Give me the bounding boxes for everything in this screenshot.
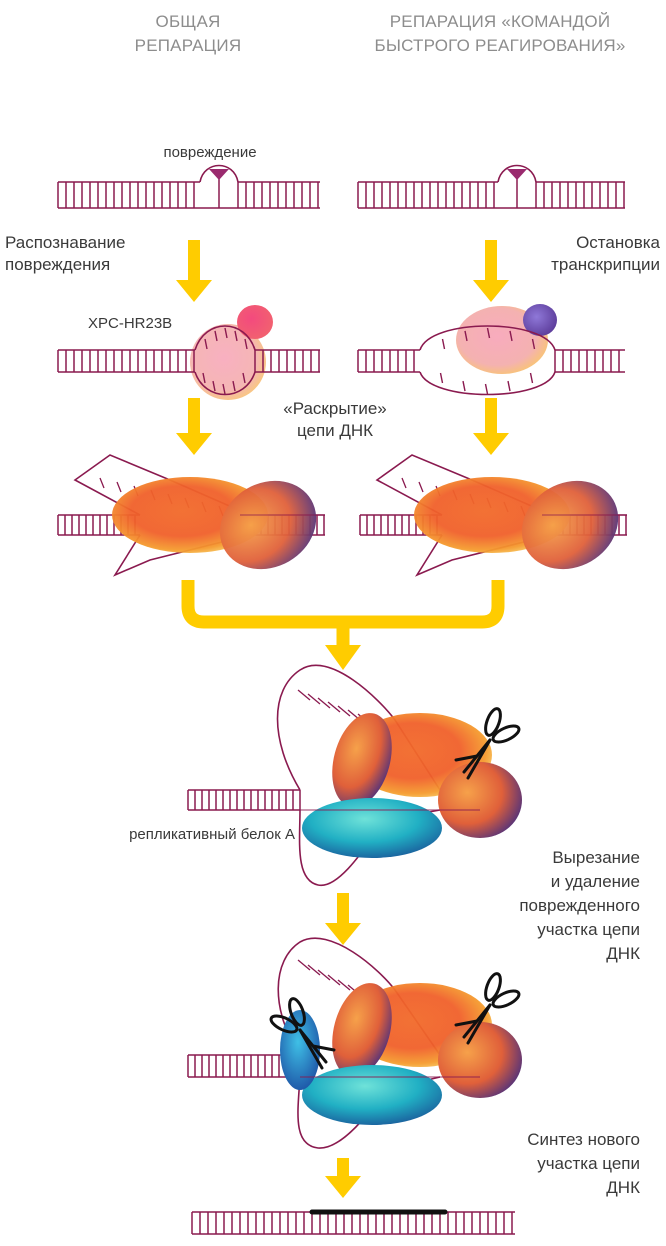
dna-base-pair bbox=[443, 339, 445, 349]
xpf-protein bbox=[438, 762, 522, 838]
rpa-protein bbox=[302, 798, 442, 858]
dna-base-pair bbox=[508, 381, 510, 391]
arrow-synthesis bbox=[325, 1158, 361, 1198]
header-rapid-repair: РЕПАРАЦИЯ «КОМАНДОЙ БЫСТРОГО РЕАГИРОВАНИ… bbox=[340, 10, 660, 58]
excision-line2: и удаление bbox=[440, 870, 640, 894]
arrow-merge bbox=[188, 580, 498, 670]
dna-opening-label: «Раскрытие» цепи ДНК bbox=[255, 398, 415, 442]
open-complex-right bbox=[360, 455, 634, 586]
dna-left-segment bbox=[58, 350, 195, 372]
arrow-head bbox=[176, 280, 212, 302]
excision-line3: поврежденного bbox=[440, 894, 640, 918]
dna-base-pair bbox=[419, 482, 423, 492]
rnapol-complex-right bbox=[456, 304, 557, 374]
repaired-dna bbox=[192, 1212, 515, 1234]
dna-right-segment bbox=[536, 182, 625, 208]
hr23b-protein bbox=[237, 305, 273, 339]
synthesis-label: Синтез нового участка цепи ДНК bbox=[440, 1128, 640, 1200]
arrow-head bbox=[325, 1176, 361, 1198]
dna-left-segment bbox=[358, 350, 420, 372]
header-general-repair: ОБЩАЯ РЕПАРАЦИЯ bbox=[118, 10, 258, 58]
header-rapid-line1: РЕПАРАЦИЯ «КОМАНДОЙ bbox=[340, 10, 660, 34]
arrow-opening-right bbox=[473, 398, 509, 455]
recognition-line2: повреждения bbox=[5, 254, 185, 276]
header-rapid-line2: БЫСТРОГО РЕАГИРОВАНИЯ» bbox=[340, 34, 660, 58]
dna-left-segment bbox=[188, 790, 300, 810]
dna-base-pair bbox=[463, 381, 465, 391]
dna-base-pair bbox=[402, 478, 406, 488]
arrow-head bbox=[325, 923, 361, 945]
arrow-merge-path bbox=[188, 580, 498, 622]
synthesis-line3: ДНК bbox=[440, 1176, 640, 1200]
dna-open-left bbox=[58, 326, 320, 395]
transcription-stop-label: Остановка транскрипции bbox=[460, 232, 660, 276]
dna-base-pair bbox=[100, 478, 104, 488]
excision-line4: участка цепи bbox=[440, 918, 640, 942]
arrow-head bbox=[473, 433, 509, 455]
xpc-hr23b-label: XPC-HR23B bbox=[88, 313, 208, 335]
damage-label: повреждение bbox=[135, 142, 285, 164]
rpa-label: репликативный белок А bbox=[95, 824, 295, 846]
lesion-marker bbox=[507, 169, 527, 180]
arrow-head bbox=[473, 280, 509, 302]
synthesis-line1: Синтез нового bbox=[440, 1128, 640, 1152]
excision-label: Вырезание и удаление поврежденного участ… bbox=[440, 846, 640, 966]
transcription-stop-line1: Остановка bbox=[460, 232, 660, 254]
excision-complex bbox=[188, 938, 522, 1148]
dna-base-pair bbox=[117, 482, 121, 492]
dna-left-segment bbox=[358, 182, 498, 208]
dna-base-pair bbox=[486, 384, 488, 394]
lesion-marker bbox=[209, 169, 229, 180]
dna-damaged-right bbox=[358, 166, 625, 209]
dna-damaged-left bbox=[58, 166, 320, 209]
dna-base-pair bbox=[441, 373, 443, 383]
arrow-excision bbox=[325, 893, 361, 945]
ercc1-protein bbox=[280, 1010, 320, 1090]
arrow-opening-left bbox=[176, 398, 212, 455]
header-general-line1: ОБЩАЯ bbox=[118, 10, 258, 34]
dna-right-segment bbox=[555, 350, 625, 372]
dna-repaired bbox=[192, 1212, 515, 1234]
excision-line1: Вырезание bbox=[440, 846, 640, 870]
recognition-label: Распознавание повреждения bbox=[5, 232, 185, 276]
dna-right-segment bbox=[238, 182, 320, 208]
dna-base-pair bbox=[531, 373, 533, 383]
xpf-protein bbox=[438, 1022, 522, 1098]
header-general-line2: РЕПАРАЦИЯ bbox=[118, 34, 258, 58]
rpa-protein bbox=[302, 1065, 442, 1125]
synthesis-line2: участка цепи bbox=[440, 1152, 640, 1176]
transcription-stop-line2: транскрипции bbox=[460, 254, 660, 276]
dna-opening-line1: «Раскрытие» bbox=[255, 398, 415, 420]
arrow-head bbox=[176, 433, 212, 455]
excision-line5: ДНК bbox=[440, 942, 640, 966]
recognition-line1: Распознавание bbox=[5, 232, 185, 254]
dna-left-segment bbox=[58, 182, 200, 208]
dna-opening-line2: цепи ДНК bbox=[255, 420, 415, 442]
arrow-head bbox=[325, 645, 361, 670]
open-complex-left bbox=[58, 455, 332, 586]
